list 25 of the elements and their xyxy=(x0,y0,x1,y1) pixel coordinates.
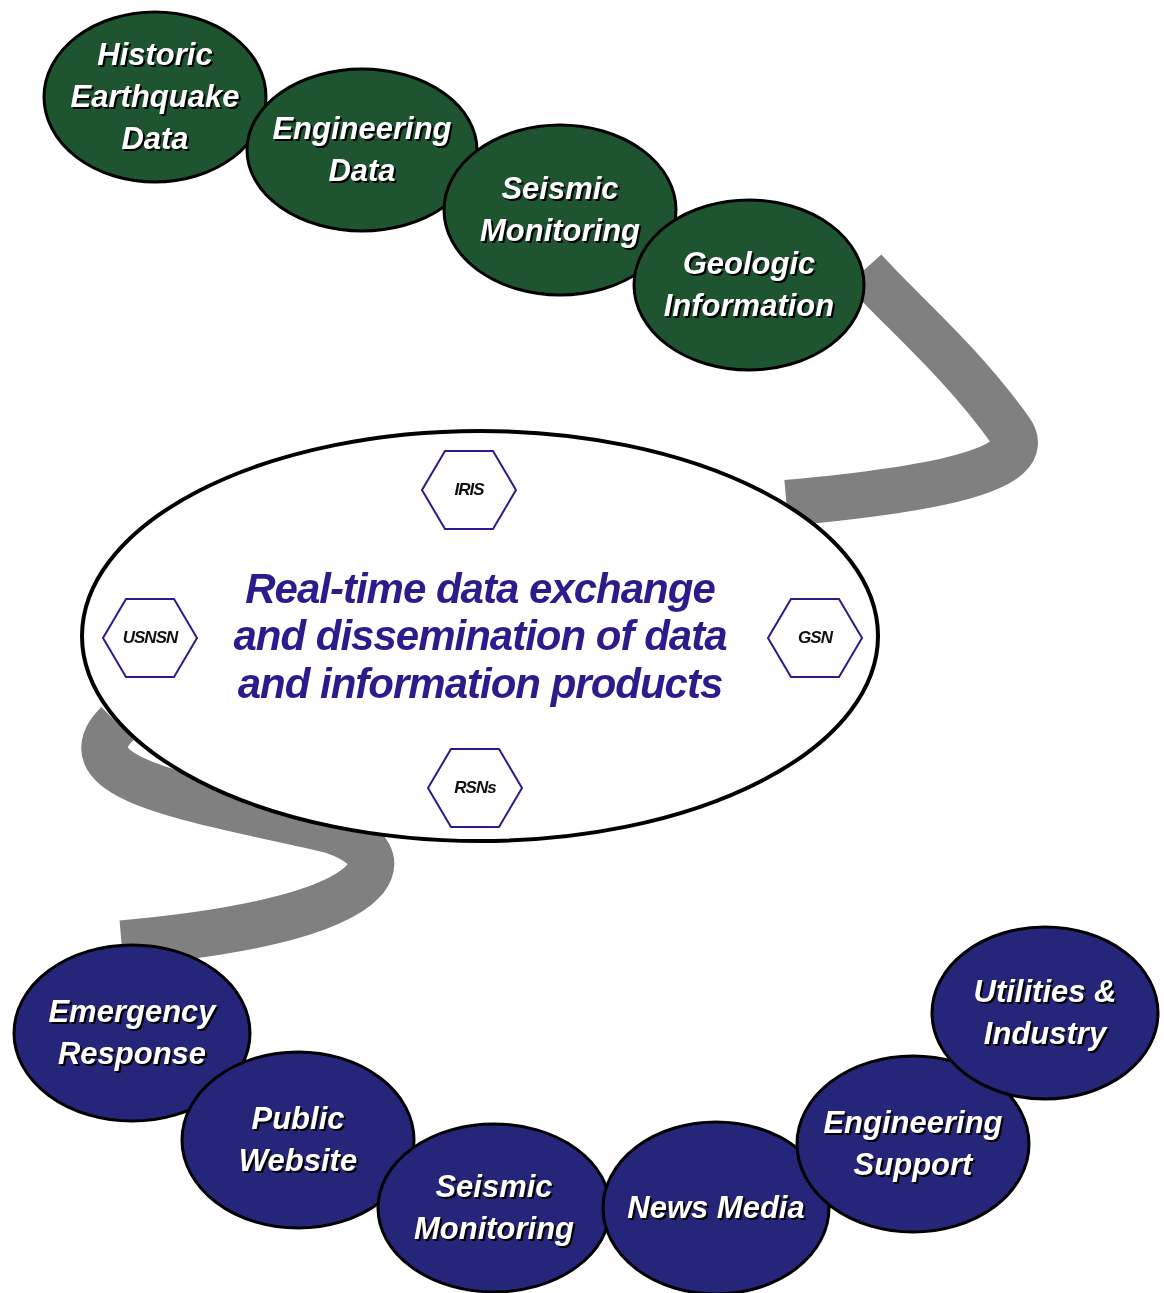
hexagon-node xyxy=(421,450,517,530)
hexagon-node xyxy=(427,748,523,828)
node-label: GSN xyxy=(797,628,834,648)
node-label: Public Website xyxy=(237,1100,359,1180)
oval-node xyxy=(12,943,252,1123)
oval-node xyxy=(245,67,479,233)
central-heading: Real-time data exchange and dissemination of data and information products xyxy=(232,565,728,707)
node-label: IRIS xyxy=(453,480,486,500)
node-label: Utilities & Industry xyxy=(972,973,1118,1053)
node-label: RSNs xyxy=(453,778,497,798)
hexagon-node xyxy=(767,598,863,678)
node-label: Engineering Data xyxy=(271,110,453,190)
node-label: Engineering Support xyxy=(822,1104,1004,1184)
oval-node xyxy=(42,10,268,184)
hexagon-node xyxy=(102,598,198,678)
node-label: Seismic Monitoring xyxy=(478,170,642,250)
node-label: Seismic Monitoring xyxy=(412,1168,576,1248)
ribbon-connector xyxy=(784,254,1038,526)
central-ellipse xyxy=(80,429,880,843)
node-label: Historic Earthquake Data xyxy=(69,36,241,158)
node-label: News Media xyxy=(626,1189,806,1228)
node-label: USNSN xyxy=(121,628,180,648)
oval-node xyxy=(930,925,1160,1101)
node-label: Geologic Information xyxy=(662,245,836,325)
node-label: Emergency Response xyxy=(47,993,218,1073)
